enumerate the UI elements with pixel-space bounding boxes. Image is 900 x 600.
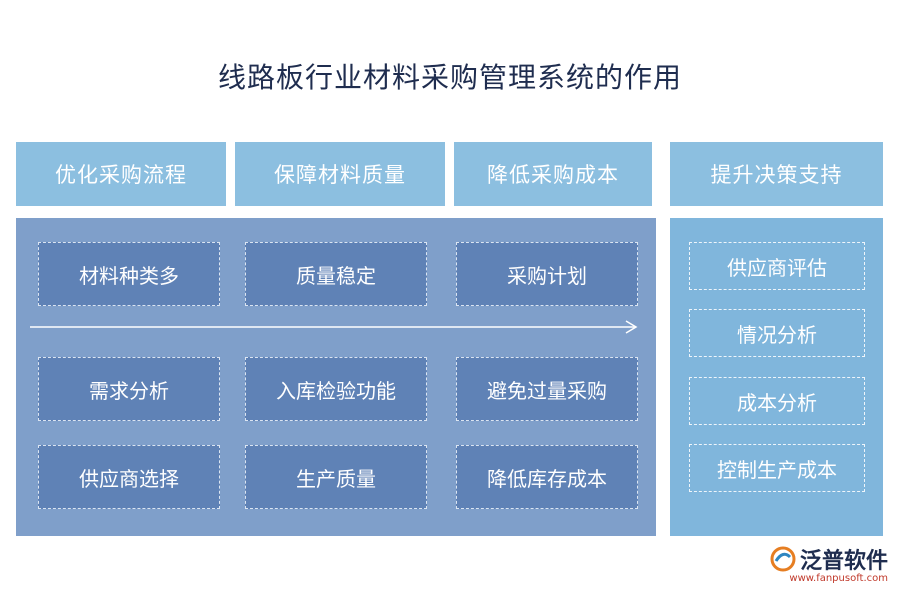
side-item: 情况分析 <box>689 309 865 357</box>
grid-cell: 入库检验功能 <box>245 357 427 421</box>
side-item: 控制生产成本 <box>689 444 865 492</box>
side-panel: 供应商评估 情况分析 成本分析 控制生产成本 <box>670 218 883 536</box>
grid-cell: 避免过量采购 <box>456 357 638 421</box>
side-item: 成本分析 <box>689 377 865 425</box>
grid-cell: 生产质量 <box>245 445 427 509</box>
header-decision-support: 提升决策支持 <box>670 142 883 206</box>
logo-name: 泛普软件 <box>799 549 888 574</box>
grid-cell: 材料种类多 <box>38 242 220 306</box>
flow-arrow-icon <box>30 320 638 334</box>
grid-cell: 降低库存成本 <box>456 445 638 509</box>
header-reduce-cost: 降低采购成本 <box>454 142 652 206</box>
grid-cell: 采购计划 <box>456 242 638 306</box>
side-item: 供应商评估 <box>689 242 865 290</box>
header-ensure-quality: 保障材料质量 <box>235 142 445 206</box>
logo-url: www.fanpusoft.com <box>789 573 888 584</box>
grid-cell: 供应商选择 <box>38 445 220 509</box>
header-optimize-procurement: 优化采购流程 <box>16 142 226 206</box>
grid-cell: 质量稳定 <box>245 242 427 306</box>
page-title: 线路板行业材料采购管理系统的作用 <box>217 61 682 94</box>
grid-cell: 需求分析 <box>38 357 220 421</box>
fanpu-logo-icon <box>770 546 796 572</box>
brand-logo: 泛普软件 www.fanpusoft.com <box>770 543 888 584</box>
main-panel: 材料种类多 质量稳定 采购计划 需求分析 入库检验功能 避免过量采购 供应商选择… <box>16 218 656 536</box>
